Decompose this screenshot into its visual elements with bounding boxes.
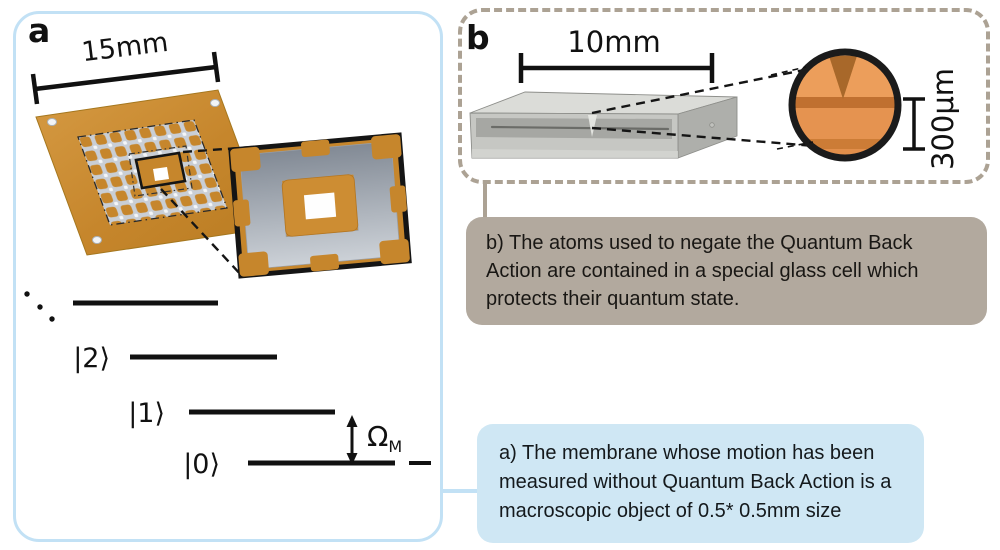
cantilever-tip	[829, 56, 857, 99]
ket-label-1: |1⟩	[128, 398, 165, 429]
scale-bar-10mm-label: 10mm	[567, 25, 660, 59]
inset-pointer-lines-b	[591, 67, 816, 148]
caption-b-line: protects their quantum state.	[486, 288, 740, 310]
panel-b-frame	[458, 8, 990, 184]
chip-corner-hole	[47, 118, 57, 126]
ket-label-0: |0⟩	[183, 449, 220, 480]
ellipsis-dot	[49, 316, 55, 322]
glass-cell-photo	[469, 91, 738, 159]
scale-bar-300um: 300μm	[903, 68, 960, 170]
energy-level-diagram: |2⟩ |1⟩ |0⟩ ΩM	[24, 291, 431, 480]
caption-b: b) The atoms used to negate the Quantum …	[466, 217, 987, 325]
level-spacing-arrow	[346, 415, 358, 465]
caption-a-line: measured without Quantum Back Action is …	[499, 471, 892, 493]
capillary-channel	[490, 125, 670, 131]
chip-corner-hole	[210, 99, 220, 107]
inset-membrane-window	[303, 192, 337, 220]
caption-b-line: Action are contained in a special glass …	[486, 260, 919, 282]
panel-a-frame	[13, 11, 443, 542]
caption-a-connector	[443, 489, 478, 493]
scale-bar-10mm: 10mm	[518, 25, 715, 83]
panel-a-label: a	[28, 11, 51, 50]
panel-b-label: b	[466, 18, 490, 57]
scale-bar-15mm-label: 15mm	[80, 27, 170, 68]
caption-a: a) The membrane whose motion has been me…	[477, 424, 924, 543]
ket-label-2: |2⟩	[73, 343, 110, 374]
ellipsis-dot	[24, 291, 30, 297]
caption-b-connector	[483, 184, 487, 219]
ellipsis-dot	[37, 304, 43, 310]
scale-bar-300um-label: 300μm	[926, 68, 960, 170]
omega-m-label: ΩM	[367, 420, 402, 456]
membrane-window	[153, 167, 169, 181]
scale-bar-15mm: 15mm	[30, 27, 221, 105]
membrane-chip-photo	[35, 89, 270, 256]
caption-b-line: b) The atoms used to negate the Quantum …	[486, 232, 913, 254]
caption-a-line: a) The membrane whose motion has been	[499, 442, 875, 464]
chip-inset-zoom	[228, 132, 412, 279]
chip-corner-hole	[92, 236, 102, 244]
caption-a-line: macroscopic object of 0.5* 0.5mm size	[499, 500, 842, 522]
